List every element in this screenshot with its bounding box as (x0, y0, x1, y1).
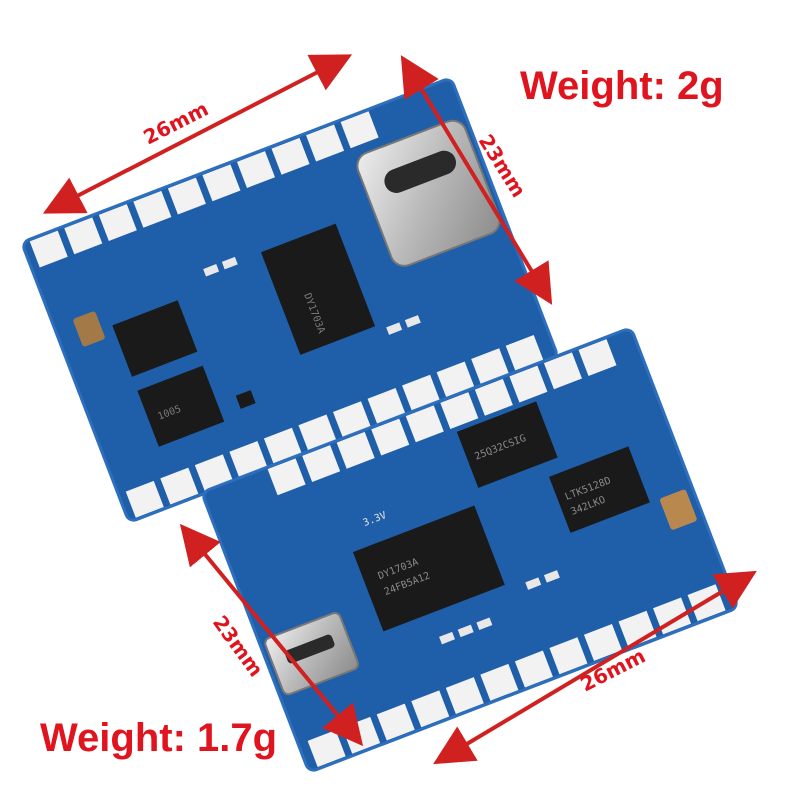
top-board-main-chip: DY1703A (260, 223, 376, 355)
weight-label-bottom: Weight: 1.7g (40, 716, 278, 760)
weight-label-top: Weight: 2g (520, 64, 724, 108)
top-board-pads-bottom (125, 334, 544, 518)
top-board-chip-small-2: 1005 (137, 365, 225, 447)
smd-part (235, 390, 256, 409)
top-board-chip-small-1 (112, 300, 198, 377)
dim-label-top-width: 26mm (139, 97, 212, 150)
top-board-capacitor (73, 311, 105, 347)
bottom-board-capacitor (660, 489, 697, 530)
smd-part (221, 256, 238, 270)
bottom-board-main-chip: DY1703A 24FB5A12 (352, 505, 505, 632)
smd-part (404, 315, 421, 328)
bottom-board-amp-chip: LTK5128D 342LKO (549, 446, 650, 533)
smd-part (386, 322, 403, 335)
smd-part (203, 264, 220, 277)
bottom-board-pads-top (267, 339, 617, 496)
bottom-board-flash-chip: 25Q32CSIG (456, 401, 558, 488)
